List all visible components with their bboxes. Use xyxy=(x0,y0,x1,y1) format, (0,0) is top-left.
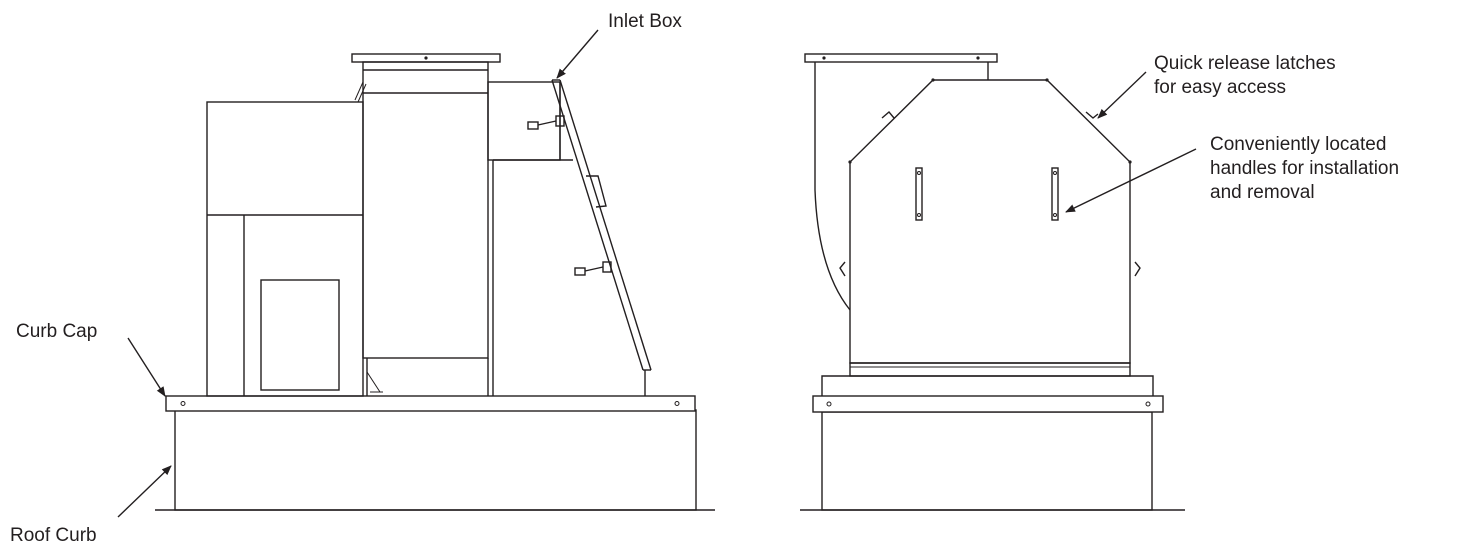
label-handles-line1: Conveniently located xyxy=(1210,134,1387,155)
arrow-curb-cap xyxy=(127,337,166,397)
inlet-panel xyxy=(551,79,644,371)
roof-curb-front xyxy=(821,411,1153,511)
label-inlet-box: Inlet Box xyxy=(608,11,682,32)
label-quick-release-line1: Quick release latches xyxy=(1154,53,1336,74)
top-latch-right xyxy=(1085,111,1099,119)
curb-cap-front xyxy=(812,395,1164,413)
side-view xyxy=(155,53,715,511)
side-latch-right xyxy=(1134,261,1141,277)
housing-base xyxy=(849,362,1131,377)
latch-bottom xyxy=(574,261,612,276)
inlet-handle xyxy=(586,175,607,208)
curb-cap-screw xyxy=(180,401,186,406)
label-handles-line2: handles for installation xyxy=(1210,158,1400,179)
arrow-quick-release xyxy=(1097,71,1147,119)
outlet-flange-front xyxy=(804,53,998,63)
front-view xyxy=(800,53,1185,511)
label-quick-release-line2: for easy access xyxy=(1154,77,1286,98)
top-latch-left xyxy=(881,111,895,119)
access-door xyxy=(260,279,340,391)
handle-left xyxy=(915,167,923,221)
label-roof-curb: Roof Curb xyxy=(10,525,97,546)
handle-right xyxy=(1051,167,1059,221)
label-handles-line3: and removal xyxy=(1210,182,1315,203)
inlet-box xyxy=(487,81,561,161)
label-curb-cap: Curb Cap xyxy=(16,321,98,342)
outlet-column xyxy=(362,61,489,359)
curb-cap-screw xyxy=(674,401,680,406)
arrow-roof-curb xyxy=(117,465,172,518)
roof-curb-side xyxy=(174,409,697,511)
fan-housing xyxy=(849,79,1131,364)
curb-cap-side xyxy=(165,395,696,412)
arrow-inlet-box xyxy=(556,29,599,79)
arrow-handles xyxy=(1065,148,1197,213)
side-latch-left xyxy=(839,261,846,277)
latch-top xyxy=(527,115,565,130)
